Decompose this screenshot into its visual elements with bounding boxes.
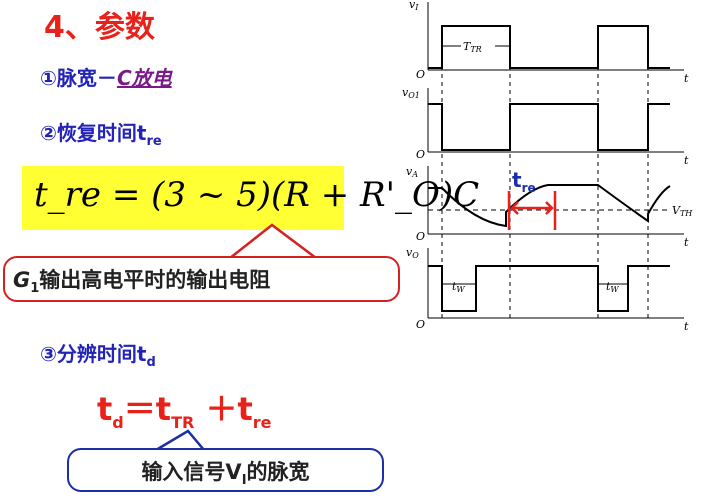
resolution-time-sub: d: [146, 355, 156, 370]
va-waveform: [428, 184, 671, 228]
ttr-t: t: [155, 390, 172, 428]
origin-3: O: [416, 230, 425, 243]
resolution-time-item: ③分辨时间td: [40, 338, 156, 370]
callout2-sub: I: [241, 473, 247, 488]
pulse-width-item: ①脉宽－C放电: [40, 62, 172, 91]
tre-t: t: [237, 390, 253, 428]
tre-diagram-label: tre: [512, 168, 536, 195]
recovery-time-label: ②恢复时间t: [40, 121, 147, 145]
callout2-text: 输入信号V: [141, 460, 242, 484]
tre-marker: [507, 191, 557, 230]
td-sub: d: [112, 413, 124, 432]
td-t: t: [97, 390, 113, 428]
resolution-time-label: ③分辨时间t: [40, 342, 147, 366]
axes: [427, 2, 684, 319]
callout1-text: 输出高电平时的输出电阻: [39, 268, 271, 292]
t-label-3: t: [684, 236, 689, 249]
td-formula: td＝tTR ＋tre: [97, 384, 272, 432]
g1-sub: 1: [30, 281, 40, 296]
t-label-4: t: [684, 320, 689, 333]
ttr-label-bg: [461, 38, 495, 52]
vo1-label: vO1: [402, 86, 420, 100]
recovery-formula: t_re = (3 ~ 5)(R + R'_O)C: [34, 175, 480, 215]
origin-4: O: [416, 318, 425, 331]
guide-lines: [441, 26, 649, 318]
t-label-1: t: [684, 72, 689, 85]
vi-waveform: [428, 25, 670, 69]
tre-label-sub: re: [521, 181, 536, 195]
tw-label-2: tW: [606, 280, 619, 294]
vi-label: vI: [409, 0, 419, 12]
section-title: 4、参数: [44, 10, 155, 45]
td-plus: ＋: [194, 390, 238, 428]
pulse-width-prefix: ①脉宽－: [40, 66, 117, 90]
tw-label-1: tW: [452, 280, 465, 294]
recovery-time-sub: re: [146, 134, 162, 149]
ttr-sub: TR: [171, 413, 195, 432]
va-label: vA: [406, 165, 418, 179]
vo1-waveform: [428, 103, 670, 151]
callout2-suffix: 的脉宽: [246, 460, 310, 484]
t-label-2: t: [684, 154, 689, 167]
origin-1: O: [416, 68, 425, 81]
recovery-time-item: ②恢复时间tre: [40, 117, 162, 149]
vo-label: vO: [406, 246, 419, 260]
input-pulse-width-callout: 输入信号VI的脉宽: [67, 448, 384, 492]
output-resistance-callout: G1输出高电平时的输出电阻: [3, 256, 400, 302]
vo-waveform: [428, 265, 670, 312]
td-equals: ＝: [123, 390, 156, 428]
c-discharge-link[interactable]: C放电: [116, 66, 172, 90]
tre-sub: re: [252, 413, 272, 432]
origin-2: O: [416, 148, 425, 161]
recovery-formula-box: t_re = (3 ~ 5)(R + R'_O)C: [22, 166, 479, 230]
vth-label: VTH: [672, 204, 693, 218]
tre-label-t: t: [512, 168, 522, 192]
g1-label: G: [13, 268, 31, 292]
